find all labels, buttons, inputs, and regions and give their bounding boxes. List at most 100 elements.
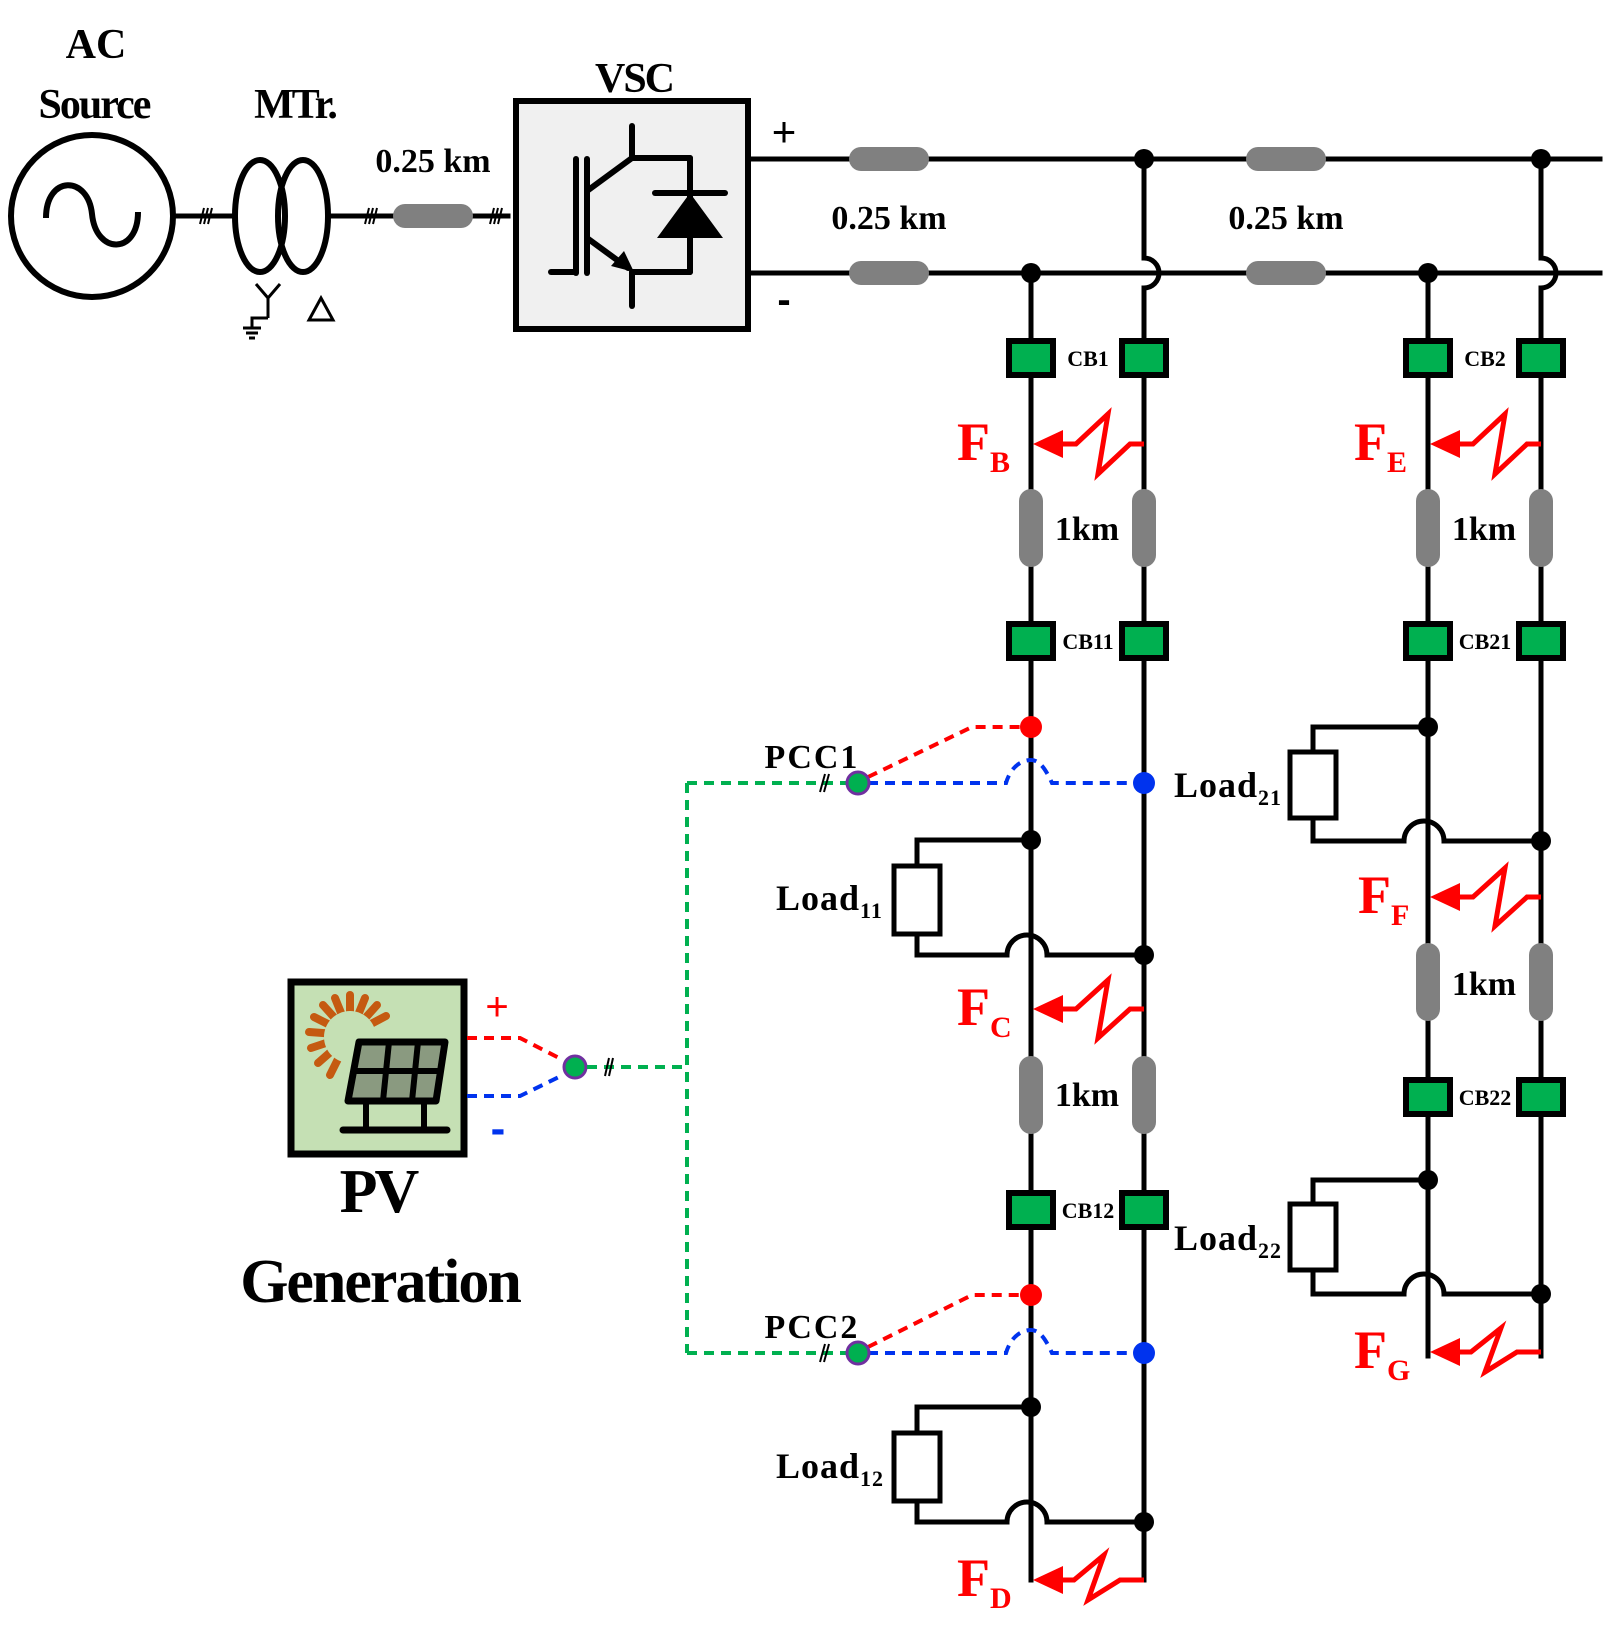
load12-label: Load12	[776, 1446, 884, 1491]
pv-output-node	[562, 1054, 588, 1080]
breaker-cb12-neg[interactable]	[1006, 1190, 1056, 1230]
fault-label-ff: FF	[1358, 865, 1409, 932]
breaker-label-cb21: CB21	[1459, 629, 1512, 654]
fault-label-fc: FC	[957, 977, 1012, 1044]
solar-panel-icon	[339, 1038, 451, 1134]
junction-dot	[1134, 945, 1154, 965]
fault-arrowhead-fe	[1430, 430, 1460, 458]
delta-icon	[306, 294, 336, 322]
feeder2-line1-length: 1km	[1452, 511, 1516, 548]
ac-sine-icon	[43, 182, 141, 248]
feeder-line-segment	[1529, 489, 1553, 567]
three-phase-tick-icon	[364, 207, 503, 225]
feeder2-positive-conductor	[1538, 156, 1559, 1359]
bus-line-segment	[849, 147, 929, 171]
vsc-label: VSC	[595, 56, 673, 102]
breaker-cb21-pos[interactable]	[1516, 621, 1566, 661]
load22-resistor	[1287, 1201, 1339, 1273]
feeder-line-segment	[1132, 1056, 1156, 1134]
pcc2-positive-node	[1020, 1284, 1042, 1306]
fault-arrowhead-fc	[1033, 995, 1063, 1023]
junction-dot	[1418, 717, 1438, 737]
fault-arrow-fg	[1449, 1320, 1541, 1378]
pcc2-negative-link	[868, 1327, 1144, 1355]
fault-arrowhead-ff	[1430, 883, 1460, 911]
feeder-line-segment	[1019, 489, 1043, 567]
breaker-cb21-neg[interactable]	[1403, 621, 1453, 661]
vsc-converter: VSC	[513, 56, 751, 332]
breaker-cb11-pos[interactable]	[1119, 621, 1169, 661]
feeder-line-segment	[1019, 1056, 1043, 1134]
feeder1-line1-length: 1km	[1055, 511, 1119, 548]
breaker-label-cb22: CB22	[1459, 1085, 1512, 1110]
load12-top-wire	[914, 1404, 1034, 1436]
breaker-cb22-pos[interactable]	[1516, 1077, 1566, 1117]
fault-arrowhead-fb	[1033, 430, 1063, 458]
feeder-1: CB1 FB 1km CB11 Load11 FC 1km CB12	[776, 149, 1169, 1615]
fault-label-fg: FG	[1354, 1320, 1410, 1387]
pv-generation: PV Generation + -	[240, 978, 523, 1316]
transformer-primary-winding	[232, 157, 288, 275]
igbt-diode-icon	[548, 123, 728, 309]
pcc1-label: PCC1	[765, 739, 860, 776]
two-wire-tick-icon	[604, 1057, 614, 1077]
load11-resistor	[891, 863, 943, 937]
pcc1-negative-node	[1133, 772, 1155, 794]
breaker-cb2-pos[interactable]	[1516, 338, 1566, 378]
pv-label-line2: Generation	[240, 1248, 521, 1316]
ac-line-length-label: 0.25 km	[375, 143, 490, 180]
breaker-cb2-neg[interactable]	[1403, 338, 1453, 378]
fault-arrowhead-fg	[1430, 1338, 1460, 1366]
breaker-cb1-neg[interactable]	[1006, 338, 1056, 378]
feeder-line-segment	[1416, 943, 1440, 1021]
three-phase-tick-icon	[199, 207, 213, 225]
pcc2-label: PCC2	[765, 1309, 860, 1346]
breaker-label-cb11: CB11	[1062, 629, 1113, 654]
junction-dot	[1531, 1284, 1551, 1304]
transformer: MTr.	[232, 82, 338, 340]
pv-label-line1: PV	[340, 1158, 420, 1226]
pcc2-negative-node	[1133, 1342, 1155, 1364]
bus-line-segment	[849, 261, 929, 285]
transformer-secondary-winding	[275, 157, 331, 275]
fault-arrow-fe	[1449, 407, 1541, 481]
breaker-label-cb1: CB1	[1067, 346, 1109, 371]
pcc1-positive-link	[867, 725, 1031, 779]
breaker-cb22-neg[interactable]	[1403, 1077, 1453, 1117]
fault-arrowhead-fd	[1033, 1566, 1063, 1594]
dc-plus-label: +	[772, 108, 797, 155]
fault-label-fd: FD	[957, 1548, 1012, 1615]
pv-positive-link	[467, 1036, 564, 1062]
load21-resistor	[1287, 749, 1339, 821]
igbt-emitter-arrow	[611, 251, 634, 272]
pcc1-positive-node	[1020, 716, 1042, 738]
load12-bottom-wire	[914, 1498, 1147, 1525]
load12-resistor	[891, 1430, 943, 1504]
junction-dot	[1531, 831, 1551, 851]
breaker-cb1-pos[interactable]	[1119, 338, 1169, 378]
load22-top-wire	[1310, 1177, 1431, 1207]
bus-segment-2-length: 0.25 km	[1228, 200, 1343, 237]
fault-arrow-ff	[1449, 861, 1541, 933]
feeder1-line2-length: 1km	[1055, 1077, 1119, 1114]
feeder-2: CB2 FE 1km CB21 Load21 FF 1km CB22	[1174, 149, 1566, 1387]
load22-label: Load22	[1174, 1218, 1282, 1263]
load11-top-wire	[914, 837, 1034, 869]
fault-arrow-fb	[1052, 407, 1144, 481]
pcc1: PCC1	[765, 716, 1155, 796]
breaker-label-cb12: CB12	[1062, 1198, 1115, 1223]
breaker-cb12-pos[interactable]	[1119, 1190, 1169, 1230]
pcc2-positive-link	[867, 1293, 1031, 1349]
breaker-cb11-neg[interactable]	[1006, 621, 1056, 661]
load11-label: Load11	[776, 878, 883, 923]
bus-line-segment	[1246, 147, 1326, 171]
load21-label: Load21	[1174, 765, 1282, 810]
dc-main-bus: 0.25 km 0.25 km	[748, 147, 1603, 285]
pv-plus-label: +	[485, 985, 508, 1029]
junction-dot	[1021, 263, 1041, 283]
feeder2-line2-length: 1km	[1452, 966, 1516, 1003]
ac-line-segment	[393, 204, 473, 228]
pcc1-node	[845, 770, 871, 796]
ac-source: AC Source	[8, 22, 176, 300]
feeder-line-segment	[1416, 489, 1440, 567]
